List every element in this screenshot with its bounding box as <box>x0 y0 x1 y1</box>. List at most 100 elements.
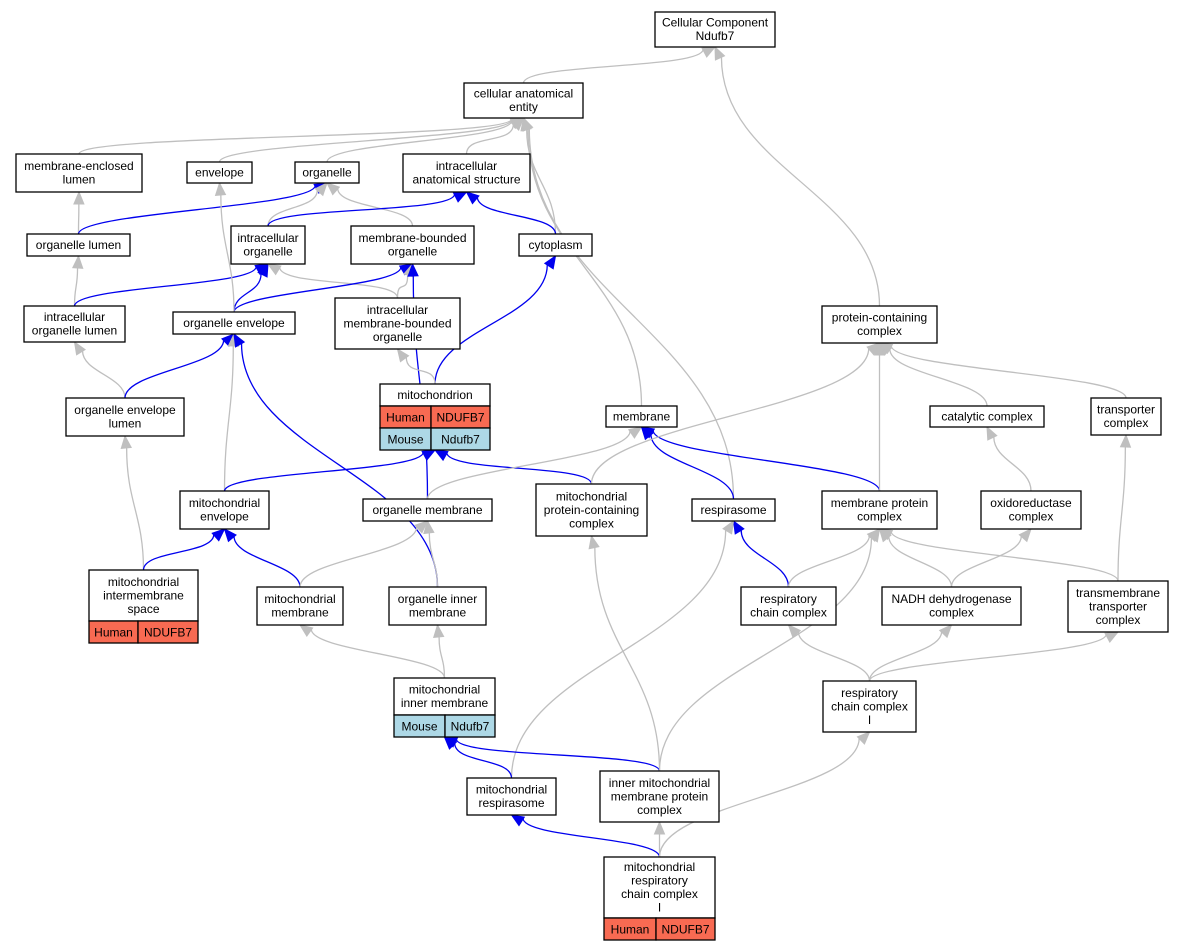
node-label-line: mitochondrial <box>189 496 260 510</box>
node-label-line: envelope <box>200 510 249 524</box>
edge-mis-to-oel <box>125 447 145 571</box>
node-label-line: mitochondrial <box>624 860 695 874</box>
node-oenv[interactable]: organelle envelope <box>172 311 296 335</box>
edge-mrcc1-to-rcc1 <box>658 738 860 858</box>
arrowhead-oenv-to-io <box>257 262 269 278</box>
species-label: Mouse <box>401 720 437 734</box>
gene-label: NDUFB7 <box>661 923 709 937</box>
node-box-rcc <box>740 586 837 626</box>
species-label: Mouse <box>387 433 423 447</box>
edge-mim-to-oim <box>438 636 446 679</box>
edge-oenv-to-mbo <box>233 266 402 313</box>
node-label-line: membrane-enclosed <box>24 159 133 173</box>
node-box-resp <box>691 498 776 522</box>
edge-imm-to-mpcc <box>594 547 661 772</box>
node-label-line: oxidoreductase <box>990 496 1072 510</box>
node-label-line: mitochondrial <box>556 489 627 503</box>
node-label-line: organelle lumen <box>32 324 117 338</box>
node-label-line: Cellular Component <box>662 16 769 30</box>
node-memb[interactable]: membrane <box>605 405 678 428</box>
arrowhead-om-to-mbo <box>407 262 419 277</box>
node-label-line: membrane-bounded <box>343 316 451 330</box>
node-box-mim <box>393 677 496 716</box>
gene-badge-human <box>137 620 199 644</box>
node-box-mbo <box>350 225 475 265</box>
node-orgl[interactable]: organelle lumen <box>26 233 131 257</box>
node-label-line: chain complex <box>831 699 908 713</box>
edge-rcc1-to-rcc <box>797 631 871 682</box>
node-org[interactable]: organelle <box>294 161 360 184</box>
node-catc[interactable]: catalytic complex <box>929 405 1045 428</box>
node-label-line: respirasome <box>478 796 544 810</box>
edge-rcc-to-mpc <box>787 535 871 588</box>
edge-imbo-to-mbo <box>396 274 409 299</box>
node-label-line: intracellular <box>237 231 298 245</box>
node-label-line: mitochondrial <box>409 683 480 697</box>
arrowhead-nadh-to-oxc <box>1018 528 1032 543</box>
arrowhead-iol-to-orgl <box>72 254 84 269</box>
node-cyt[interactable]: cytoplasm <box>518 233 593 257</box>
node-label-line: protein-containing <box>832 311 927 325</box>
arrowhead-io-to-ias <box>452 191 468 203</box>
node-resp[interactable]: respirasome <box>691 498 776 522</box>
node-label-line: complex <box>857 324 902 338</box>
node-box-mresp <box>466 777 557 816</box>
node-om[interactable]: organelle membrane <box>362 498 493 522</box>
node-box-oim <box>388 586 487 626</box>
node-label-line: transporter <box>1089 599 1147 613</box>
node-label-line: mitochondrial <box>476 783 547 797</box>
node-label-line: organelle envelope <box>74 403 176 417</box>
node-label-line: complex <box>569 516 614 530</box>
arrowhead-rcc1-to-rcc <box>787 624 802 639</box>
gene-badge-mouse <box>444 714 496 738</box>
edge-resp-to-cae <box>528 128 735 500</box>
node-label-line: membrane-bounded <box>358 231 466 245</box>
node-label-line: chain complex <box>621 887 698 901</box>
node-box-om <box>362 498 493 522</box>
arrowhead-mito-to-imbo <box>396 347 410 363</box>
node-label-line: membrane protein <box>611 789 708 803</box>
node-label-line: complex <box>1104 416 1149 430</box>
node-box-imm <box>599 770 720 823</box>
node-label-line: mitochondrion <box>397 388 472 402</box>
node-label-line: complex <box>637 803 682 817</box>
gene-label: NDUFB7 <box>436 411 484 425</box>
arrowhead-oel-to-iol <box>73 340 86 356</box>
node-box-menv <box>179 490 270 530</box>
node-env[interactable]: envelope <box>186 161 253 184</box>
edge-mpcc-to-pcc <box>590 348 870 485</box>
node-label-line: respiratory <box>841 686 898 700</box>
edge-oenv-to-env <box>220 194 235 313</box>
edge-mbo-to-org <box>337 188 414 227</box>
node-box-mpc <box>821 490 938 530</box>
node-box-cyt <box>518 233 593 257</box>
